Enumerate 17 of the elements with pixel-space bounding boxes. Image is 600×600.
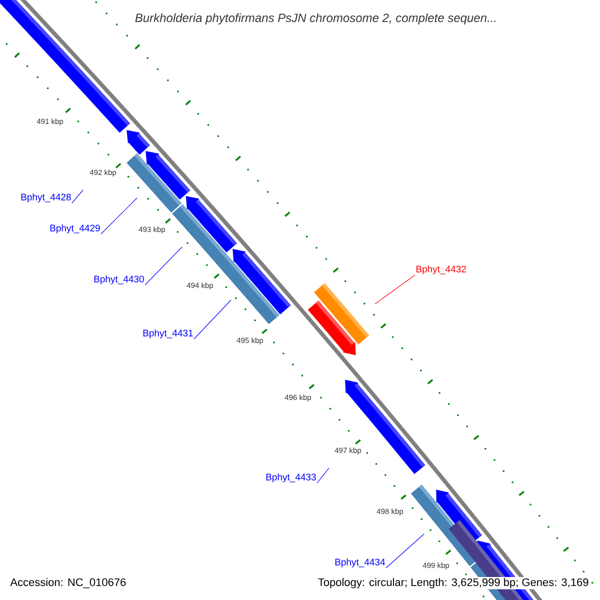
- leader-line: [316, 468, 330, 484]
- leader-line: [100, 198, 138, 234]
- gene-label: Bphyt_4432: [416, 265, 466, 274]
- title: Burkholderia phytofirmans PsJN chromosome 2, complete sequen...: [135, 13, 496, 24]
- leader-line: [72, 190, 84, 204]
- gene-label: Bphyt_4433: [266, 473, 316, 482]
- leader-line: [144, 246, 182, 286]
- leader-line: [374, 274, 416, 304]
- summary-text: Topology: circular; Length: 3,625,999 bp; Genes: 3,169: [316, 577, 590, 590]
- leader-line: [386, 534, 424, 568]
- gene-label: Bphyt_4428: [21, 193, 71, 202]
- gene-label: Bphyt_4431: [143, 329, 193, 338]
- gene-label: Bphyt_4429: [50, 224, 100, 234]
- gene-label: Bphyt_4430: [94, 275, 144, 284]
- leader-line: [194, 300, 232, 340]
- accession-text: Accession: NC_010676: [9, 577, 128, 590]
- gene-label: Bphyt_4434: [335, 558, 386, 568]
